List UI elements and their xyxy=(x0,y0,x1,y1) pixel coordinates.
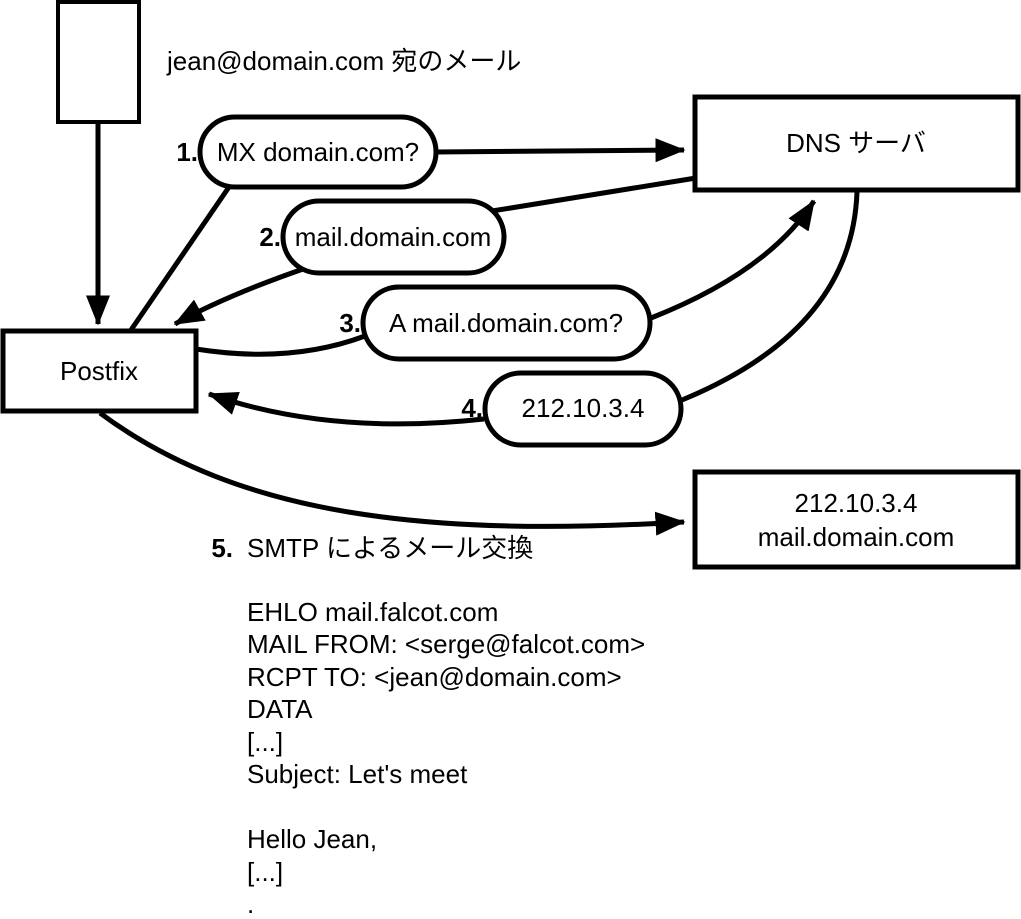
step5-number: 5. xyxy=(211,533,233,563)
step2-pill xyxy=(280,198,507,276)
line-postfix-to-step3 xyxy=(195,333,366,357)
smtp-session-line: Subject: Let's meet xyxy=(247,759,468,789)
smtp-session-line: Hello Jean, xyxy=(247,824,377,854)
smtp-session-line: [...] xyxy=(247,857,283,887)
mail-title: jean@domain.com 宛のメール xyxy=(166,46,521,76)
smtp-session-line: RCPT TO: <jean@domain.com> xyxy=(247,662,622,692)
step4-label: 212.10.3.4 xyxy=(522,393,645,423)
mail-server-hostname: mail.domain.com xyxy=(758,522,955,552)
smtp-session-line: . xyxy=(247,889,254,919)
step1-pill xyxy=(197,114,439,190)
smtp-session-line: DATA xyxy=(247,694,313,724)
step5-label: SMTP によるメール交換 xyxy=(247,533,533,563)
step4-number: 4. xyxy=(461,393,483,423)
arrow-step4-to-postfix xyxy=(207,391,485,427)
mail-server-ip: 212.10.3.4 xyxy=(795,488,918,518)
step3-pill xyxy=(360,284,653,362)
postfix-label: Postfix xyxy=(60,356,138,386)
postfix-node xyxy=(0,328,199,414)
step2-number: 2. xyxy=(259,222,281,252)
smtp-session-line: [...] xyxy=(247,727,283,757)
step4-pill xyxy=(482,370,684,448)
step3-number: 3. xyxy=(339,308,361,338)
arrow-step1-to-dns xyxy=(435,138,686,163)
arrow-step2-to-postfix xyxy=(173,265,307,327)
arrow-postfix-to-mailserver xyxy=(98,410,686,536)
dns-server-node xyxy=(692,94,1021,193)
line-postfix-to-step1 xyxy=(128,185,232,332)
step2-label: mail.domain.com xyxy=(295,222,492,252)
arrow-step3-to-dns xyxy=(650,199,817,321)
mail-document-icon xyxy=(56,0,141,124)
step3-label: A mail.domain.com? xyxy=(389,308,623,338)
dns-server-label: DNS サーバ xyxy=(786,128,926,158)
line-dns-to-step2 xyxy=(491,175,697,214)
smtp-session-line: EHLO mail.falcot.com xyxy=(247,597,498,627)
step1-label: MX domain.com? xyxy=(217,137,419,167)
line-dns-to-step4 xyxy=(681,191,860,403)
step1-number: 1. xyxy=(176,137,198,167)
mail-server-node xyxy=(692,469,1021,570)
smtp-session-line: MAIL FROM: <serge@falcot.com> xyxy=(247,629,645,659)
